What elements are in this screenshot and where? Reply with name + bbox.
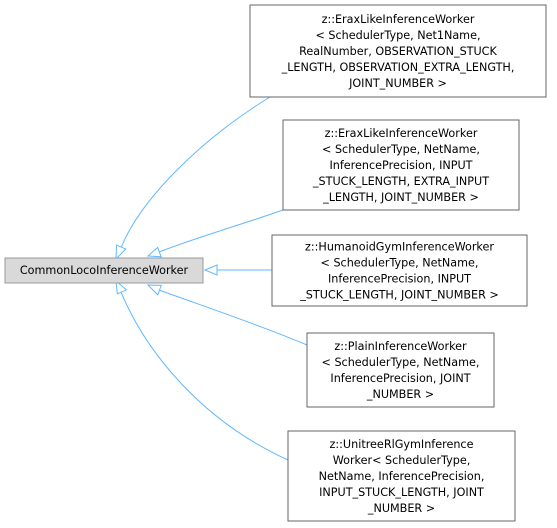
base-class-label: CommonLocoInferenceWorker bbox=[20, 264, 189, 277]
derived-class-nodes: z::EraxLikeInferenceWorker< SchedulerTyp… bbox=[249, 4, 547, 522]
derived-class-box bbox=[282, 119, 520, 211]
derived-class-node-erax-like-inference-worker-2[interactable]: z::EraxLikeInferenceWorker< SchedulerTyp… bbox=[282, 119, 520, 211]
inheritance-edge-4 bbox=[158, 289, 308, 346]
derived-class-label-line: z::PlainInferenceWorker bbox=[334, 340, 467, 353]
derived-class-label-line: _STUCK_LENGTH, JOINT_NUMBER > bbox=[299, 289, 499, 302]
derived-class-label-line: < SchedulerType, Net1Name, bbox=[315, 29, 480, 42]
inheritance-arrowhead-2 bbox=[146, 246, 162, 258]
derived-class-label-line: z::EraxLikeInferenceWorker bbox=[322, 13, 475, 26]
derived-class-label-line: _LENGTH, JOINT_NUMBER > bbox=[322, 191, 479, 204]
derived-class-label-line: InferencePrecision, INPUT bbox=[329, 159, 472, 172]
derived-class-label-line: < SchedulerType, NetName, bbox=[321, 257, 479, 270]
derived-class-label-line: JOINT_NUMBER > bbox=[348, 77, 447, 90]
inheritance-edge-2 bbox=[158, 209, 284, 253]
derived-class-node-humanoid-gym-inference-worker[interactable]: z::HumanoidGymInferenceWorker< Scheduler… bbox=[271, 234, 528, 307]
derived-class-label-line: _NUMBER > bbox=[367, 502, 435, 515]
derived-class-label-line: < SchedulerType, NetName, bbox=[322, 143, 480, 156]
derived-class-label-line: _STUCK_LENGTH, EXTRA_INPUT bbox=[312, 175, 489, 188]
derived-class-box bbox=[306, 332, 495, 408]
derived-class-node-plain-inference-worker[interactable]: z::PlainInferenceWorker< SchedulerType, … bbox=[306, 332, 495, 408]
inheritance-edges bbox=[115, 96, 308, 461]
derived-class-box bbox=[249, 4, 547, 98]
derived-class-box bbox=[271, 234, 528, 307]
inheritance-arrowhead-3 bbox=[203, 264, 218, 276]
derived-class-label-line: Worker< SchedulerType, bbox=[333, 454, 471, 467]
derived-class-label-line: InferencePrecision, INPUT bbox=[328, 273, 471, 286]
derived-class-label-line: z::UnitreeRlGymInference bbox=[330, 438, 474, 451]
derived-class-label-line: _LENGTH, OBSERVATION_EXTRA_LENGTH, bbox=[281, 61, 515, 74]
derived-class-label-line: RealNumber, OBSERVATION_STUCK bbox=[299, 45, 497, 58]
inheritance-arrowhead-1 bbox=[115, 244, 127, 261]
inheritance-edge-5 bbox=[120, 291, 289, 461]
derived-class-label-line: InferencePrecision, JOINT bbox=[330, 372, 470, 385]
inheritance-edge-1 bbox=[120, 96, 271, 249]
base-class-node[interactable]: CommonLocoInferenceWorker bbox=[4, 257, 204, 284]
inheritance-arrowhead-4 bbox=[146, 284, 162, 296]
derived-class-label-line: z::HumanoidGymInferenceWorker bbox=[305, 241, 494, 254]
derived-class-label-line: z::EraxLikeInferenceWorker bbox=[325, 127, 478, 140]
derived-class-label-line: < SchedulerType, NetName, bbox=[322, 356, 480, 369]
derived-class-node-erax-like-inference-worker-1[interactable]: z::EraxLikeInferenceWorker< SchedulerTyp… bbox=[249, 4, 547, 98]
inheritance-arrowhead-5 bbox=[115, 279, 128, 295]
derived-class-label-line: INPUT_STUCK_LENGTH, JOINT bbox=[319, 486, 484, 499]
derived-class-label-line: NetName, InferencePrecision, bbox=[319, 470, 485, 483]
derived-class-label-line: _NUMBER > bbox=[366, 388, 434, 401]
derived-class-box bbox=[287, 430, 516, 522]
